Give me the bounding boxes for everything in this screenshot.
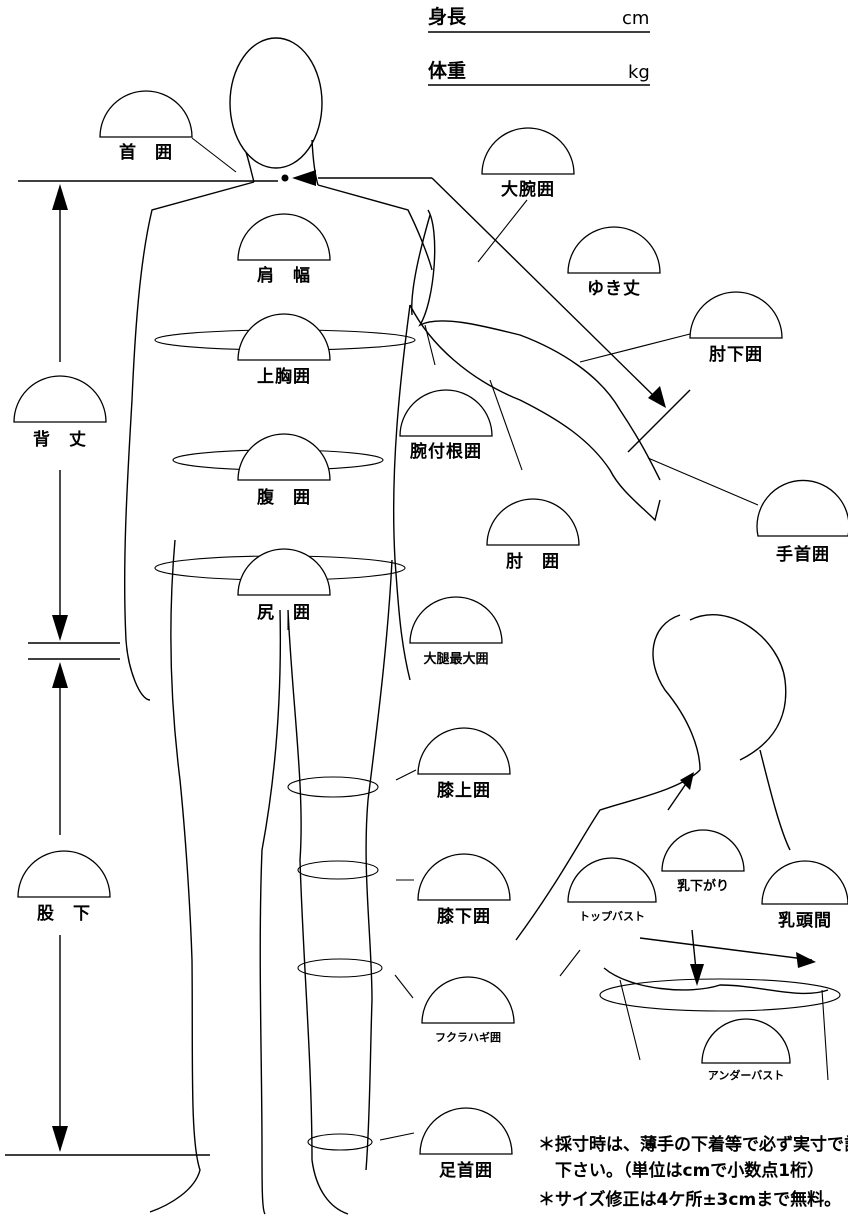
dome-shoulder-width [238,214,330,260]
arrowhead-down [52,615,68,641]
left-leg-outer [150,540,200,1212]
under-bust-label: アンダーバスト [708,1070,784,1081]
above-knee-label: 膝上囲 [437,783,491,800]
arrowhead-up [52,184,68,210]
height-unit: cm [622,10,649,28]
elbow-label: 肘 囲 [506,554,560,571]
arrowhead-up [680,772,694,790]
right-leg-inner [288,610,348,1214]
below-elbow-leader [580,334,690,362]
note-line-2: 下さい。（単位はcmで小数点1桁） [538,1163,824,1180]
note-line-1: ＊採寸時は、薄手の下着等で必ず実寸で計っ [538,1137,848,1154]
hip-label: 尻 囲 [257,605,311,622]
dome-under-bust [702,1019,790,1063]
bust-curve [604,968,828,993]
armhole-label: 腕付根囲 [410,444,482,461]
ankle-label: 足首囲 [439,1163,493,1180]
ankle-ring [308,1134,372,1150]
arrowhead-down [52,1126,68,1152]
dome-top-bust [568,858,656,902]
dome-nipple-distance [762,861,848,904]
dome-waist [238,434,330,480]
dome-below-knee [418,854,510,900]
calf-leader [395,975,413,998]
below-knee-label: 膝下囲 [437,909,491,926]
wrist-leader [648,458,758,505]
nipple-distance-arrow [640,938,812,960]
arrowhead-down [690,964,704,986]
dome-elbow [487,499,579,545]
bust-side-right [822,990,828,1080]
bust-side-left [620,980,640,1060]
dome-ankle [420,1108,512,1154]
upper-arm-label: 大腕囲 [501,182,555,199]
nipple-distance-label: 乳頭間 [778,913,832,930]
shoulder-right [318,185,432,270]
calf-label: フクラハギ囲 [435,1032,501,1043]
neck-leader [192,138,236,172]
dome-below-elbow [690,292,782,338]
arrowhead-right [796,952,816,968]
dome-back-length [14,376,106,422]
weight-label: 体重 [428,62,466,81]
dome-upper-arm [482,128,574,174]
sleeve-length-label: ゆき丈 [587,281,641,298]
neck-point [282,175,289,182]
dome-wrist [757,480,848,536]
waist-label: 腹 囲 [257,490,311,507]
dome-inseam [18,851,110,897]
weight-unit: kg [628,64,650,82]
arrowhead-left [292,170,316,186]
arrowhead-down-right [648,386,666,408]
above-knee-leader [396,770,416,780]
inseam-label: 股 下 [37,906,91,923]
arm-inner [412,215,430,315]
underbust-ring [600,979,840,1011]
note-line-3: ＊サイズ修正は4ケ所±3cmまで無料。 [538,1192,841,1209]
bust-drop-label: 乳下がり [677,880,729,893]
calf-ring [298,959,382,977]
wrist-label: 手首囲 [776,547,830,564]
arrowhead-up [52,662,68,688]
above-knee-ring [288,777,378,797]
below-elbow-label: 肘下囲 [709,347,763,364]
shoulder-width-label: 肩 幅 [257,268,311,285]
dome-sleeve-length [568,227,660,273]
torso-right-outline [394,305,410,680]
bust-shoulder-right [760,750,790,850]
ankle-leader [380,1133,414,1140]
dome-armhole [400,390,492,436]
top-bust-label: トップバスト [579,911,645,922]
height-label: 身長 [428,8,466,27]
dome-upper-chest [238,314,330,360]
dome-calf [422,977,514,1023]
left-leg-inner [260,610,280,1214]
dome-neck [100,91,192,137]
dome-bust-drop [662,830,744,871]
upper-chest-label: 上胸囲 [257,369,311,386]
bust-head-outline [653,615,700,770]
bust-head-right [690,615,786,760]
top-bust-leader [560,950,580,976]
back-length-label: 背 丈 [33,432,87,449]
torso-left-outline [125,182,254,700]
dome-thigh [410,597,502,643]
thigh-label: 大腿最大囲 [423,653,488,666]
neck-label: 首 囲 [119,145,173,162]
head-outline [230,38,322,168]
dome-above-knee [418,728,510,774]
armhole-leader [425,325,435,365]
